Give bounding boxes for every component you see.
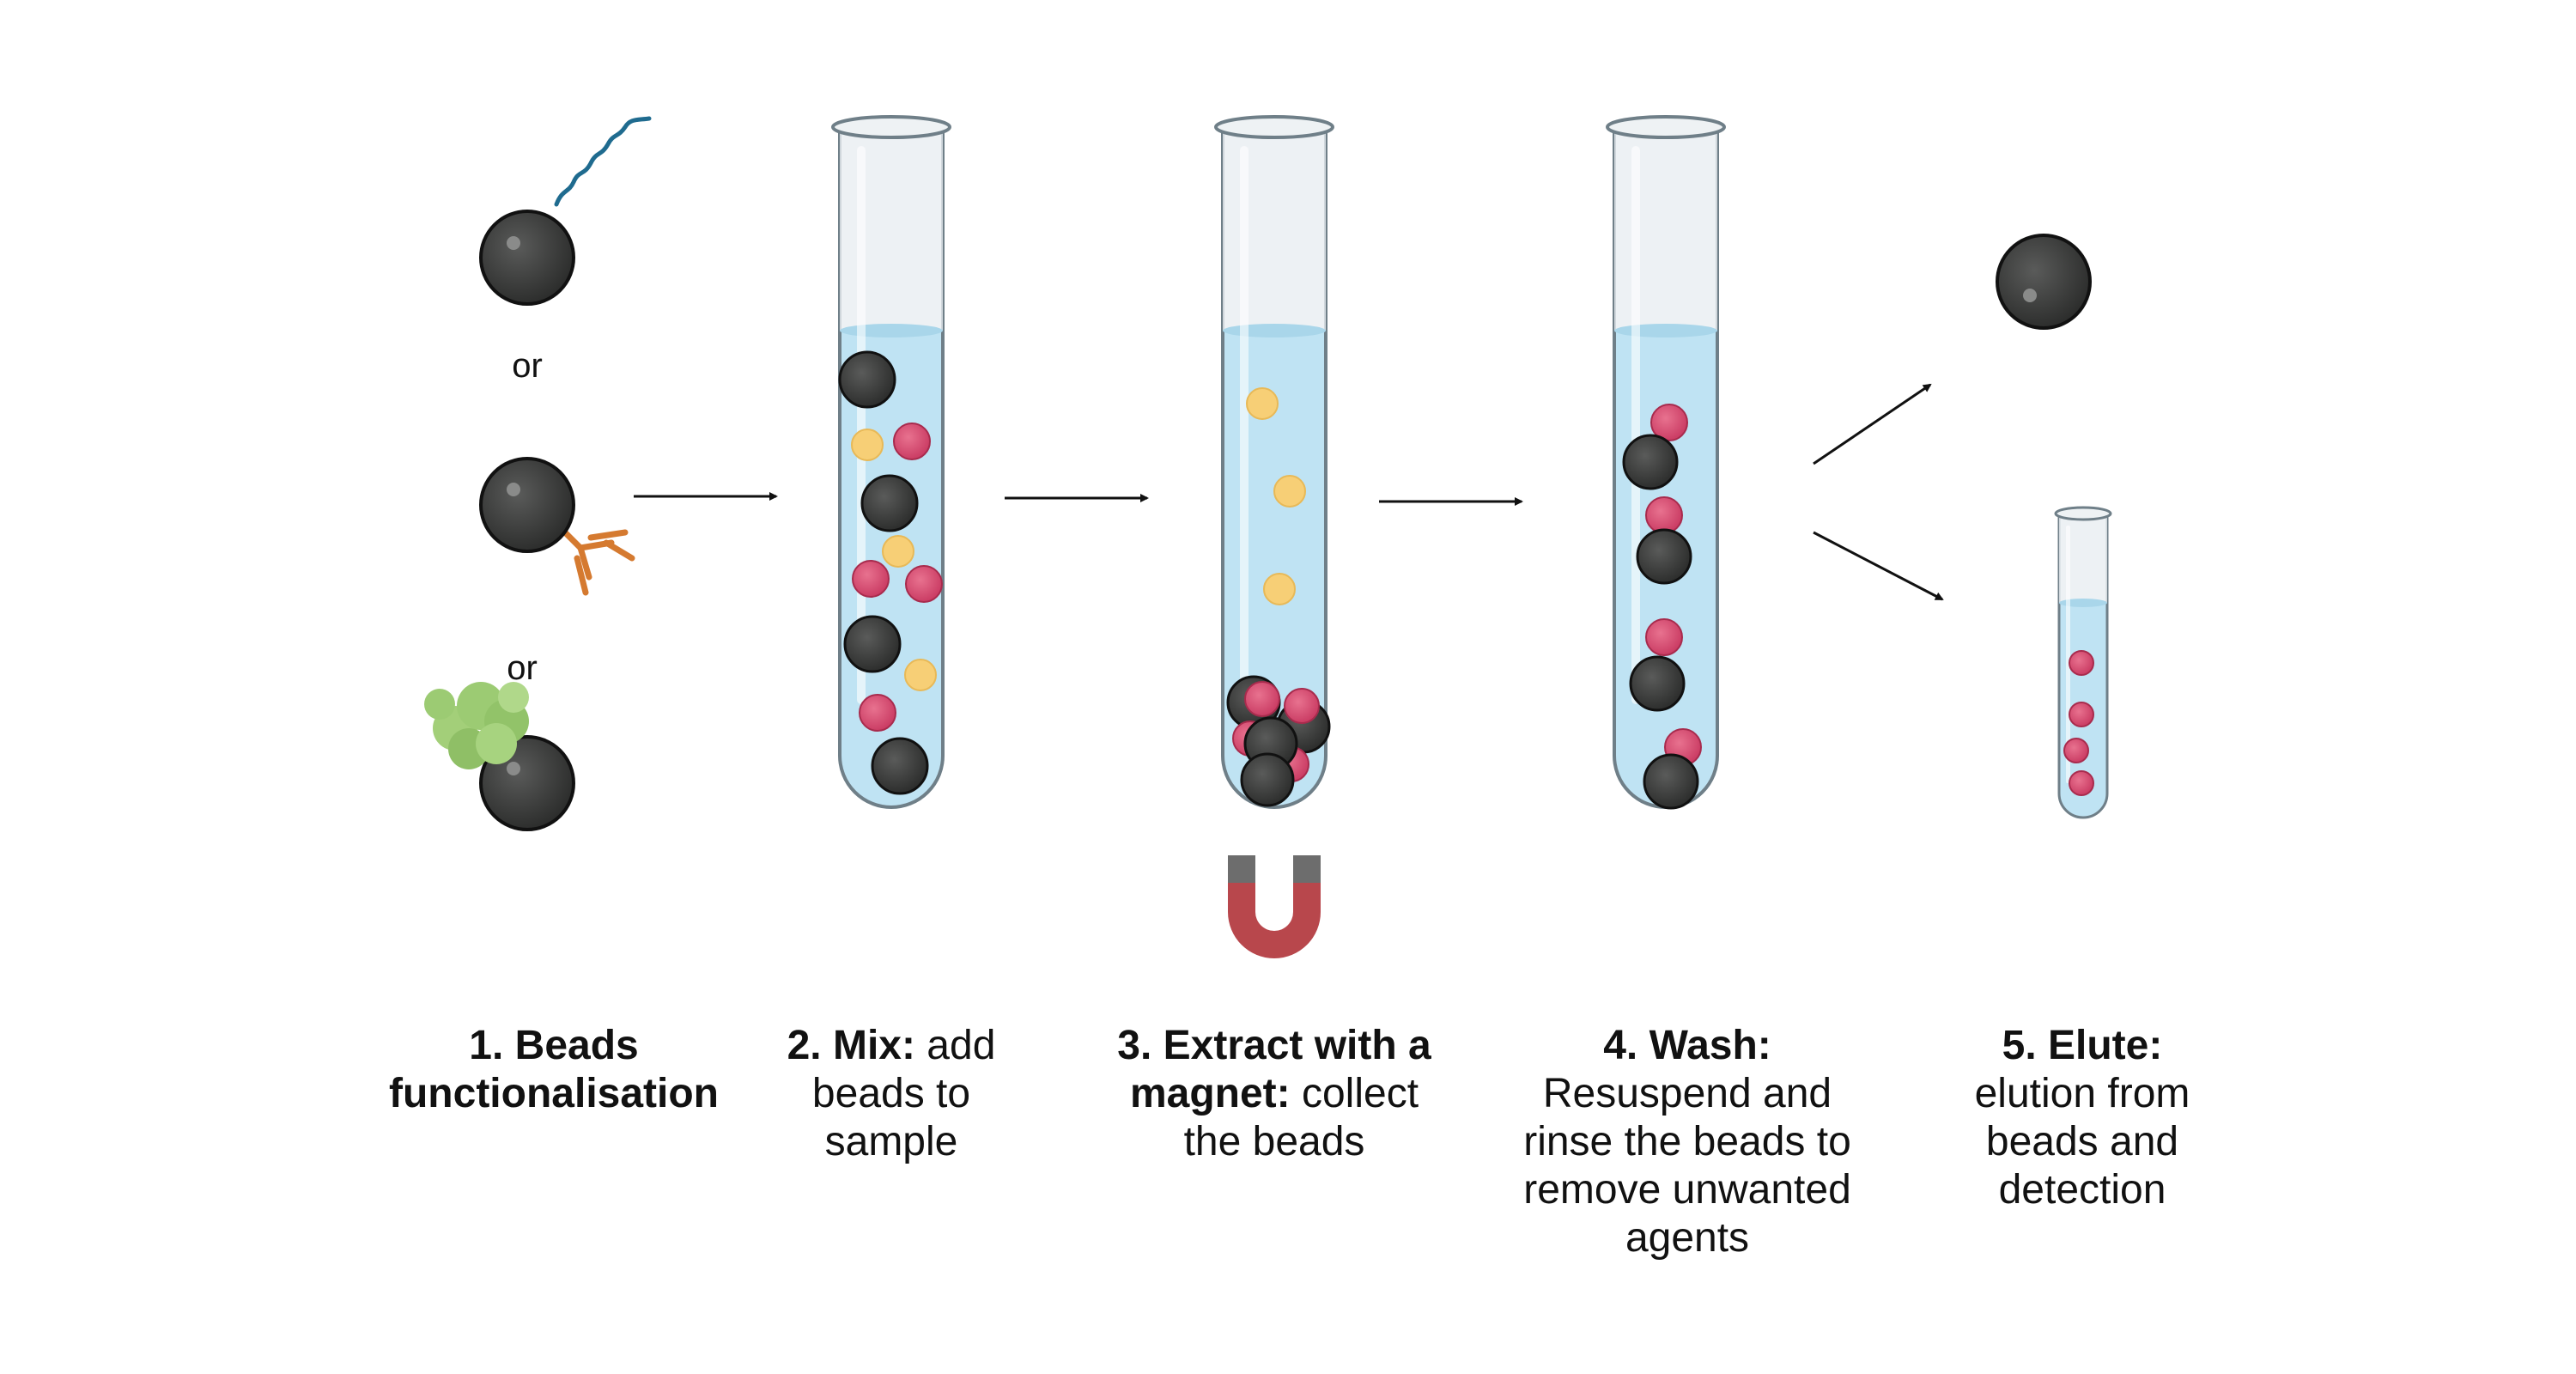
step-3-title: 3. Extract with a magnet: <box>1117 1023 1431 1116</box>
step-5-caption: 5. Elute: elution from beads and detecti… <box>1949 1022 2215 1214</box>
step-4-caption: 4. Wash: Resuspend and rinse the beads t… <box>1511 1022 1863 1262</box>
step-3-text: collect the beads <box>1183 1071 1419 1164</box>
arrow-icon <box>1813 383 1932 465</box>
target-particle <box>852 423 943 732</box>
magnet-icon <box>1228 855 1321 958</box>
step-3-caption: 3. Extract with a magnet: collect the be… <box>1103 1022 1446 1166</box>
or-label: or <box>507 649 538 687</box>
arrow-icon <box>1813 531 1944 601</box>
magnetic-bead-icon <box>1996 234 2092 330</box>
magnetic-bead-icon <box>479 210 575 306</box>
step-2-title: 2. Mix: <box>787 1023 915 1068</box>
contaminant-particle <box>851 429 937 691</box>
step-2-text: add beads to sample <box>811 1023 996 1164</box>
step-2-caption: 2. Mix: add beads to sample <box>745 1022 1037 1166</box>
step-1-caption: 1. Beads functionalisation <box>386 1022 721 1118</box>
bead-target-cluster <box>1226 675 1331 807</box>
step-1-title: 1. Beads functionalisation <box>389 1023 719 1116</box>
contaminant-particle <box>1246 387 1306 605</box>
step-4-title: 4. Wash: <box>1603 1023 1771 1068</box>
step-4-text: Resuspend and rinse the beads to remove … <box>1523 1071 1851 1261</box>
protein-icon <box>424 682 529 769</box>
dna-strand-icon <box>554 116 652 207</box>
or-label: or <box>512 347 543 385</box>
magnetic-bead-icon <box>479 457 575 553</box>
magnetic-bead-icon <box>838 350 929 795</box>
antibody-icon <box>553 520 635 596</box>
magnetic-bead-icon <box>1622 434 1699 810</box>
target-particle <box>2063 650 2094 796</box>
step-5-title: 5. Elute: <box>2002 1023 2163 1068</box>
step-5-text: elution from beads and detection <box>1974 1071 2190 1213</box>
